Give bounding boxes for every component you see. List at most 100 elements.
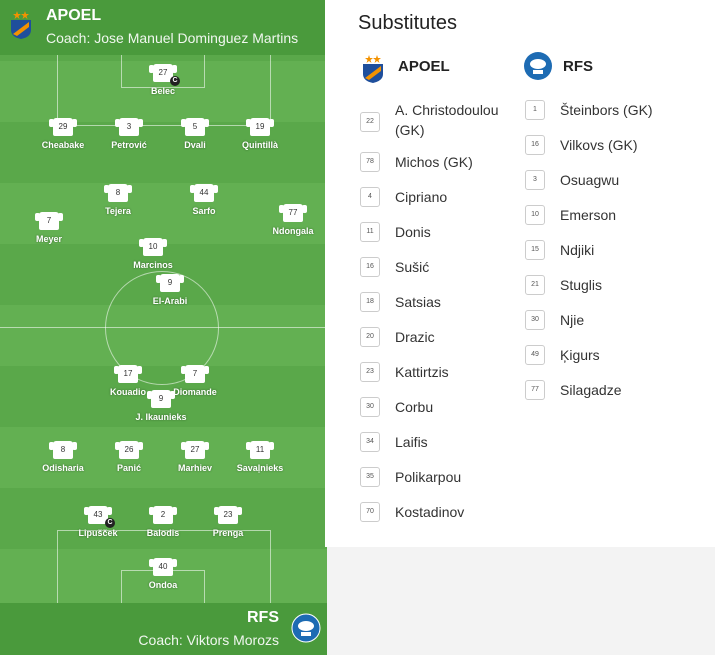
apoel-crest-icon (363, 55, 383, 83)
shirt-number-icon: 16 (360, 257, 380, 277)
player-name: Meyer (35, 234, 62, 244)
penalty-box-top (57, 0, 271, 126)
penalty-box-bottom (57, 530, 271, 655)
substitute-name: Sušić (395, 259, 430, 275)
shirt-number-icon: 10 (525, 205, 545, 225)
rfs-crest-icon (524, 52, 552, 80)
away-coach: Coach: Viktors Morozs (138, 632, 279, 648)
shirt-icon: 77 (279, 204, 307, 222)
substitute-item[interactable]: 16 Sušić (360, 257, 520, 292)
player-name: Balodis (146, 528, 180, 538)
player-name: Kouadio (110, 387, 146, 397)
player-name: J. Ikaunieks (135, 412, 187, 422)
shirt-number-icon: 3 (525, 170, 545, 190)
shirt-icon: 10 (139, 238, 167, 256)
substitute-item[interactable]: 16 Vilkovs (GK) (525, 135, 685, 170)
player-name: Marcinos (133, 260, 173, 270)
shirt-icon: 27 (181, 441, 209, 459)
home-coach: Coach: Jose Manuel Dominguez Martins (46, 30, 299, 46)
substitute-name: Kattirtzis (395, 364, 449, 380)
substitute-item[interactable]: 4 Cipriano (360, 187, 520, 222)
substitute-name: Cipriano (395, 189, 448, 205)
substitute-item[interactable]: 70 Kostadinov (360, 502, 520, 537)
shirt-number-icon: 18 (360, 292, 380, 312)
substitute-name: Šteinbors (GK) (560, 102, 653, 118)
player-name: Ondoa (148, 580, 178, 590)
shirt-number-icon: 35 (360, 467, 380, 487)
substitute-name: Kostadinov (395, 504, 465, 520)
player-name: Quintillà (242, 140, 278, 150)
player-name: El-Arabi (152, 296, 188, 306)
player-name: Diomande (173, 387, 217, 397)
player-name: Prenga (212, 528, 244, 538)
shirt-number-icon: 77 (525, 380, 545, 400)
substitute-name: Ķigurs (560, 347, 600, 363)
captain-badge: C (105, 518, 115, 528)
player-name: Ndongala (272, 226, 314, 236)
shirt-number-icon: 20 (360, 327, 380, 347)
shirt-number-icon: 78 (360, 152, 380, 172)
substitutes-title: Substitutes (358, 12, 457, 34)
shirt-number-icon: 21 (525, 275, 545, 295)
shirt-icon: 3 (115, 118, 143, 136)
player-name: Odisharia (42, 463, 84, 473)
rfs-crest-icon (291, 613, 321, 643)
shirt-icon: 26 (115, 441, 143, 459)
shirt-number-icon: 49 (525, 345, 545, 365)
shirt-number-icon: 70 (360, 502, 380, 522)
shirt-number-icon: 16 (525, 135, 545, 155)
shirt-number-icon: 4 (360, 187, 380, 207)
subs-away-team-name: RFS (563, 58, 593, 75)
player-name: Marhiev (177, 463, 212, 473)
player-name: Belec (150, 86, 176, 96)
substitute-name: Vilkovs (GK) (560, 137, 638, 153)
shirt-icon: 5 (181, 118, 209, 136)
substitute-item[interactable]: 49 Ķigurs (525, 345, 685, 380)
shirt-number-icon: 22 (360, 112, 380, 132)
player-name: Sarfo (192, 206, 216, 216)
